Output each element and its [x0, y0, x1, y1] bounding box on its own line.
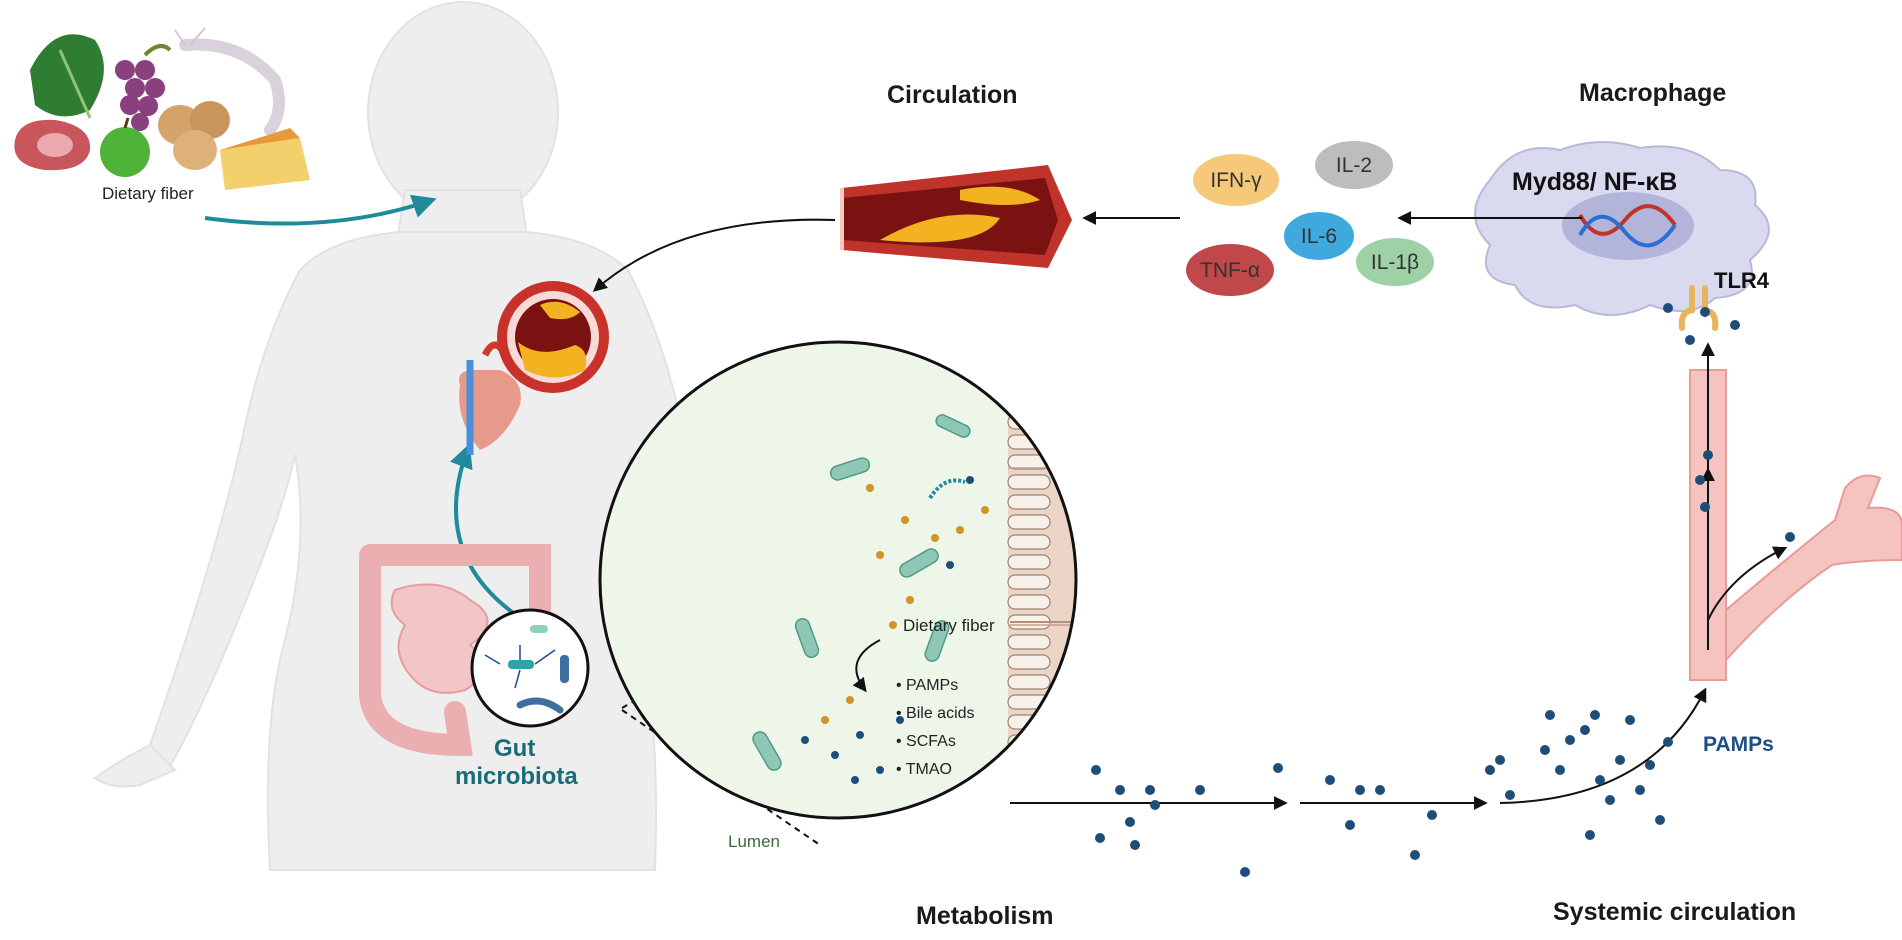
pamps-systemic-label: PAMPs: [1703, 733, 1774, 756]
circulation-title: Circulation: [887, 81, 1018, 109]
systemic-circulation-title: Systemic circulation: [1553, 898, 1797, 926]
pamp-dot: [1240, 867, 1250, 877]
pamp-dot: [1645, 760, 1655, 770]
pamp-dot: [1700, 307, 1710, 317]
cytokine-ellipse: [1282, 210, 1356, 262]
pamps-dots: [1091, 303, 1795, 877]
metabolism-title: Metabolism: [916, 902, 1054, 930]
pamp-dot: [1703, 450, 1713, 460]
pamp-dot: [1130, 840, 1140, 850]
cytokine-ellipse: [1191, 152, 1281, 208]
gut-microbiota-circle: [470, 608, 590, 728]
pamp-dot: [1355, 785, 1365, 795]
pamp-dot: [1695, 475, 1705, 485]
pamp-dot: [1590, 710, 1600, 720]
pamp-dot: [1115, 785, 1125, 795]
pamp-dot: [1635, 785, 1645, 795]
artery-cross-section: [497, 281, 609, 393]
cytokine-il-1-beta: IL-1β: [1370, 251, 1420, 274]
heart-illustration: [459, 341, 521, 455]
pamp-dot: [1095, 833, 1105, 843]
tlr4-label: TLR4: [1714, 268, 1769, 293]
cytokine-il-2: IL-2: [1335, 154, 1373, 177]
cytokine-ellipses: [1184, 139, 1436, 298]
diet-to-body-arrow: [204, 194, 437, 226]
pamp-dot: [1565, 735, 1575, 745]
pamp-dot: [1410, 850, 1420, 860]
gut-to-heart-arrow: [450, 443, 514, 614]
pamp-dot: [1555, 765, 1565, 775]
dietary-food-illustration: [14, 27, 310, 190]
cytokine-ellipse: [1354, 236, 1436, 288]
microbiota-label: microbiota: [455, 763, 578, 790]
pamp-dot: [1325, 775, 1335, 785]
pamp-dot: [1091, 765, 1101, 775]
pamp-dot: [1615, 755, 1625, 765]
pamp-dot: [1145, 785, 1155, 795]
pamp-dot: [1595, 775, 1605, 785]
pamp-dot: [1663, 303, 1673, 313]
intestines-illustration: [359, 544, 551, 757]
pamp-dot: [1345, 820, 1355, 830]
pamp-dot: [1700, 502, 1710, 512]
lumen-label: Lumen: [728, 832, 780, 851]
blood-to-vessel-arrow: [1499, 687, 1707, 804]
metabolite-scfas: SCFAs: [906, 733, 956, 750]
macrophage-cell: [1474, 141, 1770, 331]
pamp-dot: [1505, 790, 1515, 800]
pamp-dot: [1195, 785, 1205, 795]
cytokine-ellipse: [1313, 139, 1395, 191]
pamp-dot: [1625, 715, 1635, 725]
pamp-dot: [1785, 532, 1795, 542]
pamp-dot: [1545, 710, 1555, 720]
cytokine-ellipse: [1184, 242, 1276, 298]
cytokine-ifn-gamma: IFN-γ: [1210, 169, 1262, 192]
pamp-dot: [1125, 817, 1135, 827]
metabolite-item: • SCFAs: [896, 733, 956, 750]
pamp-dot: [1655, 815, 1665, 825]
dietary-fiber-lumen-label: Dietary fiber: [903, 616, 995, 635]
pamp-dot: [1485, 765, 1495, 775]
pamp-dot: [1375, 785, 1385, 795]
myd88-nfkb-label: Myd88/ NF-κB: [1512, 168, 1678, 196]
pamp-dot: [1150, 800, 1160, 810]
metabolite-bile-acids: Bile acids: [906, 705, 975, 722]
pamp-dot: [1273, 763, 1283, 773]
pamp-dot: [1685, 335, 1695, 345]
pamp-dot: [1663, 737, 1673, 747]
gut-label: Gut: [494, 735, 536, 762]
metabolite-item: • TMAO: [896, 761, 952, 778]
metabolite-item: • Bile acids: [896, 705, 975, 722]
blood-vessel-plaque: [840, 165, 1072, 268]
vessel-to-artery-arrow: [592, 218, 836, 292]
pamp-dot: [1540, 745, 1550, 755]
macrophage-title: Macrophage: [1579, 79, 1727, 107]
pamp-dot: [1730, 320, 1740, 330]
cytokine-il-6: IL-6: [1300, 225, 1338, 248]
systemic-blood-vessels: [1689, 342, 1902, 681]
metabolite-pamps: PAMPs: [906, 677, 959, 694]
cytokine-tnf-alpha: TNF-α: [1200, 259, 1260, 282]
metabolite-item: • PAMPs: [896, 677, 959, 694]
pamp-dot: [1580, 725, 1590, 735]
dietary-fiber-food-label: Dietary fiber: [102, 184, 194, 203]
pamp-dot: [1495, 755, 1505, 765]
pamp-dot: [1585, 830, 1595, 840]
pamp-dot: [1605, 795, 1615, 805]
metabolite-tmao: TMAO: [905, 761, 952, 778]
pamp-dot: [1427, 810, 1437, 820]
